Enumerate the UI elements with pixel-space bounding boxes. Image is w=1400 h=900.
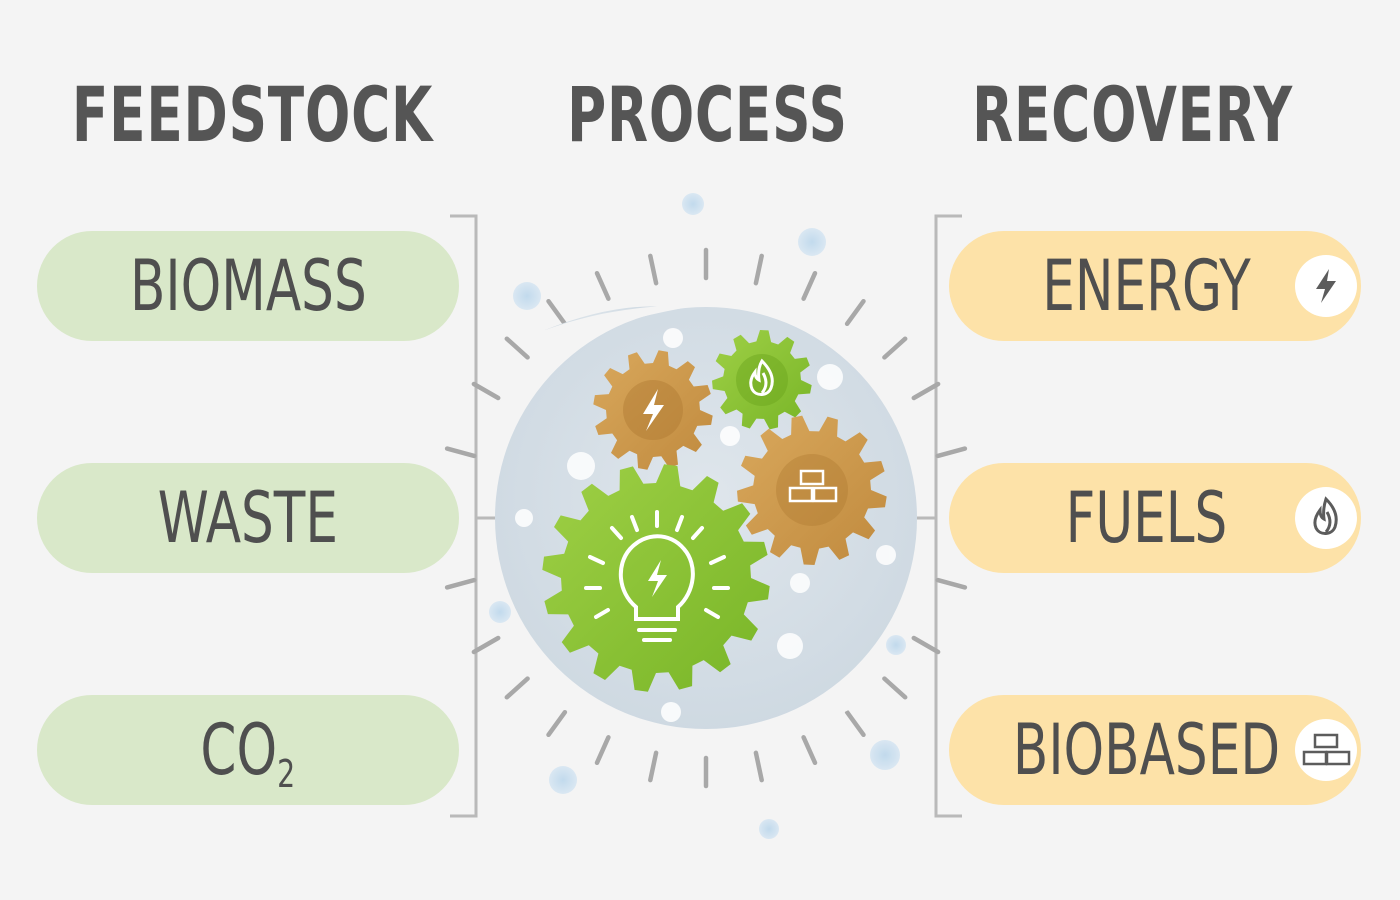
flame-icon <box>749 358 774 396</box>
dash <box>911 635 941 655</box>
gear-bricks <box>737 415 887 565</box>
dash <box>648 750 659 783</box>
dash <box>546 709 568 738</box>
co2-subscript: 2 <box>277 752 296 798</box>
dash <box>801 270 818 301</box>
dash <box>844 709 866 738</box>
dash <box>935 577 968 590</box>
recovery-label: BIOBASED <box>1012 709 1281 791</box>
dash <box>648 253 659 286</box>
dash <box>911 381 941 401</box>
feedstock-label: WASTE <box>157 477 339 559</box>
recovery-biobased: BIOBASED <box>949 695 1361 805</box>
dash <box>935 446 968 459</box>
feedstock-label: CO2 <box>200 709 296 797</box>
dash <box>444 446 477 459</box>
feedstock-title: FEEDSTOCK <box>71 70 434 159</box>
co2-text: CO <box>200 709 278 791</box>
recovery-energy: ENERGY <box>949 231 1361 341</box>
gear-lightning <box>593 350 713 470</box>
lightbulb-icon <box>584 510 730 642</box>
bricks-icon <box>788 469 838 503</box>
dash <box>504 336 530 360</box>
dash <box>801 735 818 766</box>
gear-flame <box>712 330 812 430</box>
lightning-icon <box>1295 255 1357 317</box>
radiating-dashes <box>444 247 968 789</box>
feedstock-waste: WASTE <box>37 463 459 573</box>
bricks-icon <box>1295 719 1357 781</box>
dash <box>844 298 866 327</box>
dash <box>504 676 530 700</box>
feedstock-biomass: BIOMASS <box>37 231 459 341</box>
process-title: PROCESS <box>567 70 848 159</box>
recovery-label: FUELS <box>1065 477 1228 559</box>
feedstock-co2: CO2 <box>37 695 459 805</box>
right-bracket <box>917 214 962 818</box>
floating-dots <box>489 193 906 839</box>
dash <box>471 635 501 655</box>
dash <box>753 750 764 783</box>
left-bracket <box>450 214 495 818</box>
recovery-title: RECOVERY <box>972 70 1293 159</box>
recovery-fuels: FUELS <box>949 463 1361 573</box>
dash <box>444 577 477 590</box>
dash <box>594 735 611 766</box>
flame-icon <box>1295 487 1357 549</box>
recovery-label: ENERGY <box>1042 245 1251 327</box>
dash <box>882 676 908 700</box>
dash <box>753 253 764 286</box>
dash <box>546 298 568 327</box>
dash <box>471 381 501 401</box>
dash <box>594 270 611 301</box>
dash <box>882 336 908 360</box>
feedstock-label: BIOMASS <box>129 245 367 327</box>
lightning-icon <box>643 389 664 431</box>
